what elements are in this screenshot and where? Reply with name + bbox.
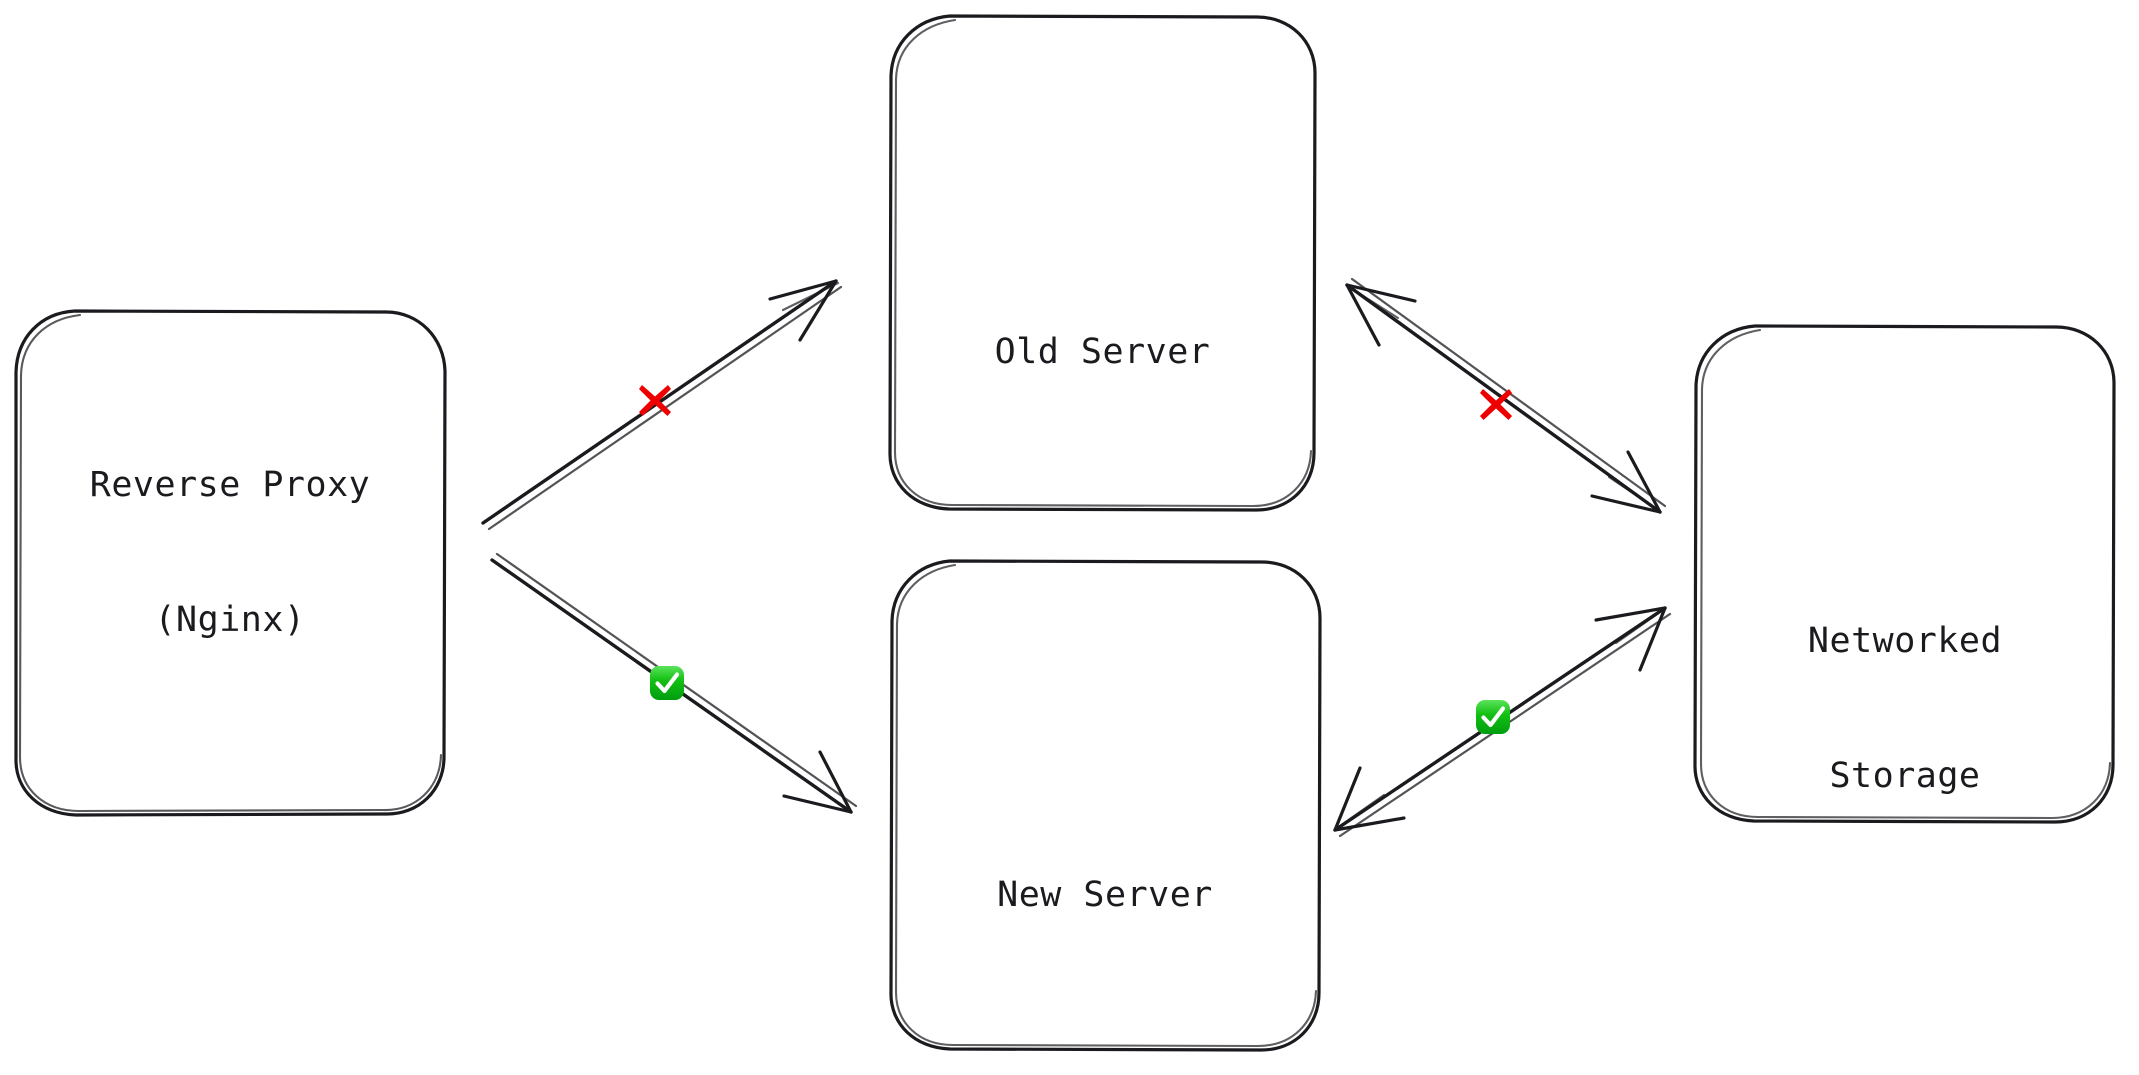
green-check-mark-icon[interactable] <box>645 661 689 705</box>
node-shape-reverse-proxy[interactable] <box>14 309 447 817</box>
node-old-server[interactable] <box>890 15 1315 510</box>
node-shape-old-server[interactable] <box>888 14 1317 512</box>
node-shape-networked-storage[interactable] <box>1693 324 2116 824</box>
node-shape-new-server[interactable] <box>889 559 1322 1052</box>
node-networked-storage[interactable] <box>1695 325 2115 822</box>
green-check-mark-icon[interactable] <box>1471 695 1515 739</box>
node-new-server[interactable] <box>890 560 1320 1050</box>
node-reverse-proxy[interactable] <box>15 310 445 815</box>
red-cross-mark-icon[interactable] <box>633 378 677 422</box>
red-cross-mark-icon[interactable] <box>1474 382 1518 426</box>
